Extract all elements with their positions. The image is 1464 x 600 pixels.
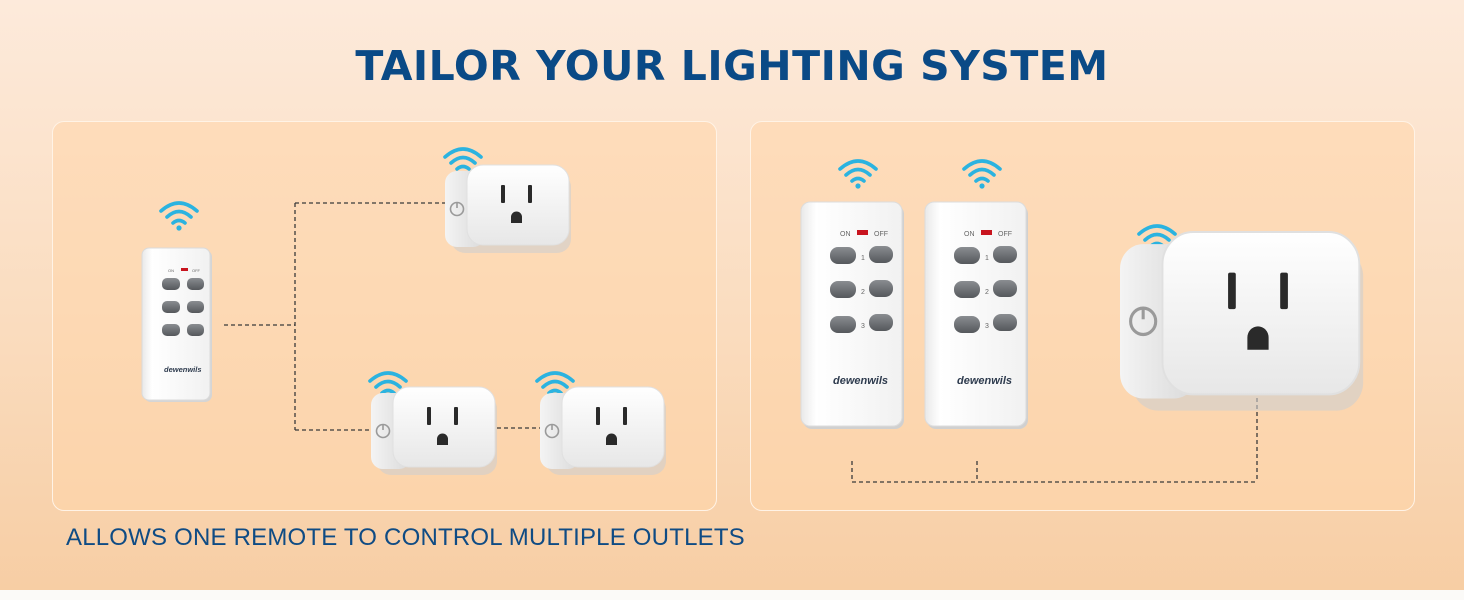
connection-lines xyxy=(851,398,1258,483)
remote-large: ON OFF 1 2 3 dewenwils xyxy=(924,159,1028,429)
caption-text: ALLOWS ONE REMOTE TO CONTROL MULTIPLE OU… xyxy=(66,524,745,551)
remote-large: ON OFF 1 2 3 dewenwils xyxy=(800,159,904,429)
outlet-plug-large xyxy=(1118,224,1365,413)
wireless-signal-icon xyxy=(962,159,1002,191)
channel-1-label: 1 xyxy=(985,255,989,262)
brand-logo: dewenwils xyxy=(833,375,888,387)
brand-logo: dewenwils xyxy=(164,365,202,374)
off-label: OFF xyxy=(192,268,201,273)
channel-2-label: 2 xyxy=(861,289,865,296)
on-label: ON xyxy=(964,231,975,238)
outlet-plug xyxy=(443,147,572,254)
remote-small: ON OFF dewenwils xyxy=(141,201,212,402)
channel-2-label: 2 xyxy=(985,289,989,296)
brand-logo: dewenwils xyxy=(957,375,1012,387)
channel-3-label: 3 xyxy=(985,323,989,330)
on-label: ON xyxy=(840,231,851,238)
off-label: OFF xyxy=(874,231,888,238)
channel-3-label: 3 xyxy=(861,323,865,330)
channel-buttons xyxy=(162,278,204,336)
footer-strip xyxy=(0,590,1464,600)
wireless-signal-icon xyxy=(838,159,878,191)
off-label: OFF xyxy=(998,231,1012,238)
on-label: ON xyxy=(168,268,174,273)
wireless-signal-icon xyxy=(159,201,199,233)
outlet-plug xyxy=(535,371,667,476)
channel-1-label: 1 xyxy=(861,255,865,262)
outlet-plug xyxy=(368,371,498,476)
page-title: TAILOR YOUR LIGHTING SYSTEM xyxy=(355,42,1109,90)
connection-lines xyxy=(224,202,541,431)
